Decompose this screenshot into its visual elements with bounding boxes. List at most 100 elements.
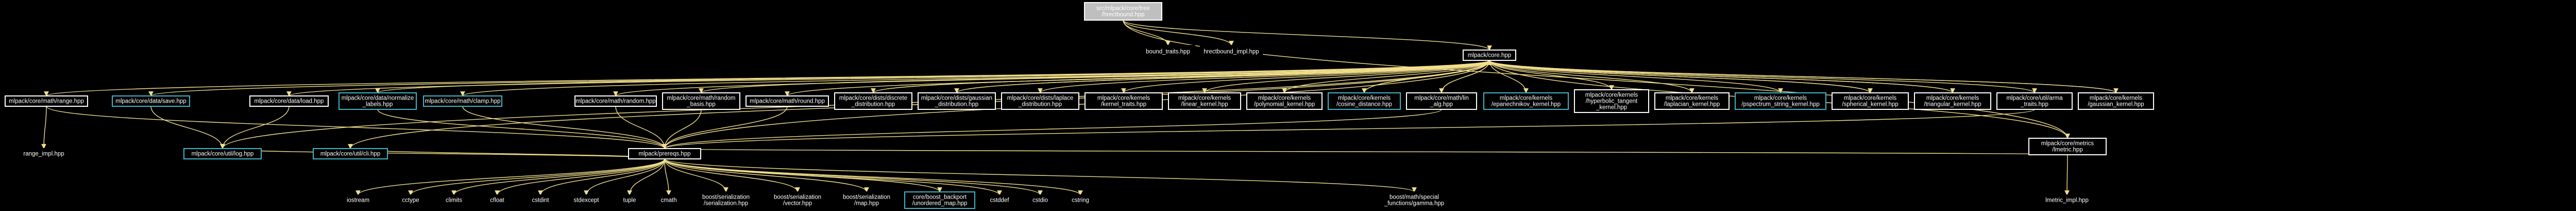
node-kernel-traits[interactable]: mlpack/core/kernels/kernel_traits.hpp — [1084, 92, 1163, 110]
node-round[interactable]: mlpack/core/math/round.hpp — [745, 95, 829, 107]
node-linear-kernel[interactable]: mlpack/core/kernels/linear_kernel.hpp — [1168, 92, 1241, 110]
node-laplacian[interactable]: mlpack/core/kernels/laplacian_kernel.hpp — [1654, 92, 1730, 110]
node-box[interactable] — [1168, 92, 1241, 110]
node-cstring[interactable]: cstring — [1063, 194, 1098, 206]
node-normalize-labels[interactable]: mlpack/core/data/normalize_labels.hpp — [338, 92, 417, 110]
node-box[interactable] — [904, 191, 975, 209]
node-box[interactable] — [1574, 89, 1649, 113]
node-box[interactable] — [1001, 92, 1079, 110]
node-laplace-dist[interactable]: mlpack/core/dists/laplace_distribution.h… — [1001, 92, 1079, 110]
node-gamma-traits[interactable]: mlpack/core/util/arma_traits.hpp — [1996, 92, 2073, 110]
node-box[interactable] — [2036, 194, 2098, 206]
node-box[interactable] — [5, 95, 88, 107]
node-box[interactable] — [392, 194, 429, 206]
node-iostream[interactable]: iostream — [337, 194, 379, 206]
node-root[interactable]: src/mlpack/core/tree/hrectbound.hpp — [1084, 2, 1162, 21]
node-box[interactable] — [1084, 92, 1163, 110]
node-box[interactable] — [1375, 191, 1453, 209]
node-box[interactable] — [249, 95, 329, 107]
node-box[interactable] — [337, 194, 379, 206]
node-lmetric-impl[interactable]: lmetric_impl.hpp — [2036, 194, 2098, 206]
node-box[interactable] — [652, 194, 686, 206]
node-triangular[interactable]: mlpack/core/kernels/triangular_kernel.hp… — [1914, 92, 1991, 110]
node-box[interactable] — [1832, 92, 1909, 110]
node-clamp[interactable]: mlpack/core/math/clamp.hpp — [423, 95, 502, 107]
node-box[interactable] — [692, 191, 760, 209]
node-spherical[interactable]: mlpack/core/kernels/spherical_kernel.hpp — [1832, 92, 1909, 110]
node-box[interactable] — [662, 92, 740, 110]
node-data-load[interactable]: mlpack/core/data/load.hpp — [249, 95, 329, 107]
node-hrect-impl[interactable]: hrectbound_impl.hpp — [1200, 45, 1263, 58]
node-range-impl[interactable]: range_impl.hpp — [20, 148, 67, 159]
node-climits[interactable]: climits — [435, 194, 472, 206]
node-ser-vector[interactable]: boost/serialization/vector.hpp — [766, 191, 829, 209]
node-box[interactable] — [313, 148, 388, 159]
node-ser-map[interactable]: boost/serialization/map.hpp — [835, 191, 898, 209]
node-serialization[interactable]: boost/serialization/serialization.hpp — [692, 191, 760, 209]
node-box[interactable] — [338, 92, 417, 110]
node-box[interactable] — [1914, 92, 1991, 110]
node-box[interactable] — [423, 95, 502, 107]
node-box[interactable] — [918, 92, 996, 110]
node-box[interactable] — [835, 191, 898, 209]
node-data-save[interactable]: mlpack/core/data/save.hpp — [112, 95, 190, 107]
node-box[interactable] — [1141, 45, 1195, 58]
node-box[interactable] — [435, 194, 472, 206]
node-prereqs[interactable]: mlpack/prereqs.hpp — [628, 148, 701, 159]
node-box[interactable] — [1084, 2, 1162, 21]
node-gaussian-kernel[interactable]: mlpack/core/kernels/gaussian_kernel.hpp — [2078, 92, 2154, 110]
node-cctype[interactable]: cctype — [392, 194, 429, 206]
node-box[interactable] — [1483, 92, 1569, 110]
node-unordered-map[interactable]: core/boost_backport/unordered_map.hpp — [904, 191, 975, 209]
node-discrete-dist[interactable]: mlpack/core/dists/discrete_distribution.… — [834, 92, 912, 110]
node-box[interactable] — [1246, 92, 1323, 110]
node-box[interactable] — [766, 191, 829, 209]
node-hyperbolic[interactable]: mlpack/core/kernels/hyperbolic_tangent_k… — [1574, 89, 1649, 113]
node-box[interactable] — [1200, 45, 1263, 58]
node-box[interactable] — [112, 95, 190, 107]
node-box[interactable] — [834, 92, 912, 110]
node-box[interactable] — [614, 194, 646, 206]
node-box[interactable] — [2028, 138, 2107, 155]
node-box[interactable] — [522, 194, 559, 206]
node-box[interactable] — [1463, 50, 1516, 61]
node-cfloat[interactable]: cfloat — [479, 194, 516, 206]
node-gaussian-dist[interactable]: mlpack/core/dists/gaussian_distribution.… — [918, 92, 996, 110]
node-box[interactable] — [1328, 92, 1401, 110]
node-math-random[interactable]: mlpack/core/math/random.hpp — [574, 95, 657, 107]
node-box[interactable] — [2078, 92, 2154, 110]
node-core[interactable]: mlpack/core.hpp — [1463, 50, 1516, 61]
node-lin-alg[interactable]: mlpack/core/math/lin_alg.hpp — [1406, 92, 1477, 110]
node-log[interactable]: mlpack/core/util/log.hpp — [183, 148, 262, 159]
node-box[interactable] — [1406, 92, 1477, 110]
node-gamma[interactable]: boost/math/special_functions/gamma.hpp — [1375, 191, 1453, 209]
node-box[interactable] — [1063, 194, 1098, 206]
node-cosine-distance[interactable]: mlpack/core/kernels/cosine_distance.hpp — [1328, 92, 1401, 110]
node-box[interactable] — [183, 148, 262, 159]
node-random-basis[interactable]: mlpack/core/math/random_basis.hpp — [662, 92, 740, 110]
node-cmath[interactable]: cmath — [652, 194, 686, 206]
node-box[interactable] — [981, 194, 1018, 206]
node-cstdint[interactable]: cstdint — [522, 194, 559, 206]
node-box[interactable] — [20, 148, 67, 159]
node-epanechnikov[interactable]: mlpack/core/kernels/epanechnikov_kernel.… — [1483, 92, 1569, 110]
node-cstdio[interactable]: cstdio — [1024, 194, 1057, 206]
node-bound-traits[interactable]: bound_traits.hpp — [1141, 45, 1195, 58]
node-polynomial-kernel[interactable]: mlpack/core/kernels/polynomial_kernel.hp… — [1246, 92, 1323, 110]
node-tuple[interactable]: tuple — [614, 194, 646, 206]
node-stdexcept[interactable]: stdexcept — [565, 194, 607, 206]
node-box[interactable] — [479, 194, 516, 206]
node-box[interactable] — [1024, 194, 1057, 206]
node-box[interactable] — [565, 194, 607, 206]
node-cli[interactable]: mlpack/core/util/cli.hpp — [313, 148, 388, 159]
node-box[interactable] — [745, 95, 829, 107]
node-cstddef[interactable]: cstddef — [981, 194, 1018, 206]
node-box[interactable] — [1996, 92, 2073, 110]
node-range[interactable]: mlpack/core/math/range.hpp — [5, 95, 88, 107]
node-box[interactable] — [574, 95, 657, 107]
node-box[interactable] — [1735, 92, 1826, 110]
node-box[interactable] — [1654, 92, 1730, 110]
node-lmetric[interactable]: mlpack/core/metrics/lmetric.hpp — [2028, 138, 2107, 155]
node-pspectrum[interactable]: mlpack/core/kernels/pspectrum_string_ker… — [1735, 92, 1826, 110]
node-box[interactable] — [628, 148, 701, 159]
